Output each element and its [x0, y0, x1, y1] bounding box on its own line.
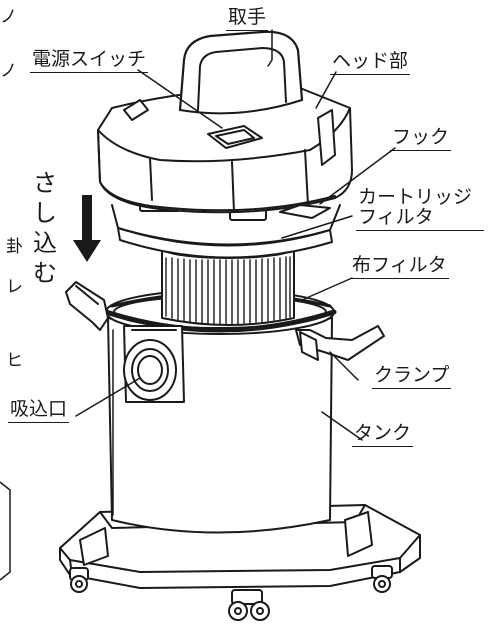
insert-arrow [73, 195, 101, 262]
edge-fragment-right-3: ヒ [6, 351, 23, 371]
edge-fragment-right-2: レ [6, 277, 23, 297]
edge-fragment-left-2: ノ [0, 61, 17, 81]
caster-wheels [69, 565, 393, 621]
cartridge-filter-leader [281, 215, 353, 239]
label-intake: 吸込口 [8, 398, 70, 423]
handle-leader [267, 29, 273, 67]
label-cartridge-filter-line1: カートリッジ [358, 186, 473, 208]
clamp-right [295, 325, 385, 361]
head-leader [315, 71, 337, 109]
insert-char-2: し [33, 199, 57, 227]
insert-char-3: 込 [33, 229, 57, 257]
label-head: ヘッド部 [330, 50, 411, 75]
insert-instruction: さ し 込 む [33, 168, 57, 288]
label-cartridge-filter-line2: フィルタ [356, 206, 484, 231]
label-clamp: クランプ [372, 364, 452, 389]
power-switch-leader [137, 69, 223, 129]
clamp-leader [329, 351, 359, 381]
intake-port [123, 325, 185, 403]
note-box-edge [0, 481, 11, 581]
insert-char-1: さ [33, 169, 57, 197]
hook-leader [319, 147, 396, 205]
insert-char-4: む [33, 259, 57, 287]
head-unit [97, 86, 353, 259]
label-handle: 取手 [226, 6, 269, 31]
label-power-switch: 電源スイッチ [30, 48, 149, 73]
label-hook: フック [390, 126, 452, 151]
intake-leader [75, 377, 141, 417]
label-tank: タンク [352, 422, 414, 447]
tank-leader [321, 411, 363, 441]
label-cloth-filter: 布フィルタ [350, 254, 449, 279]
cloth-filter-leader [301, 277, 353, 301]
edge-fragment-right-1: 卦 [6, 237, 23, 257]
clamp-left [65, 281, 109, 331]
handle [178, 30, 304, 115]
edge-fragment-left-1: ノ [0, 7, 17, 27]
